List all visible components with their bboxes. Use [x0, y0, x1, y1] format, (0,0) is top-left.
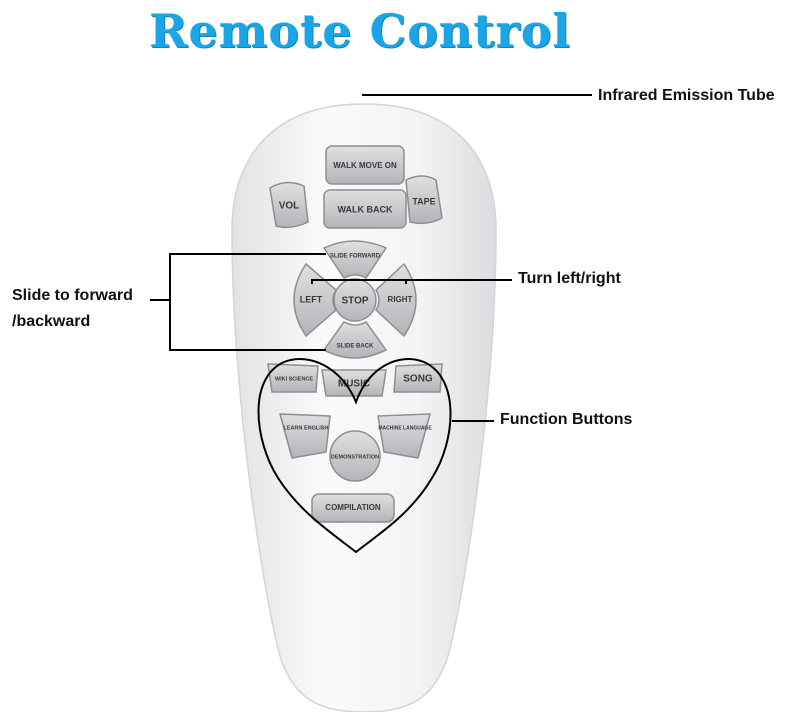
- song-label: SONG: [403, 374, 433, 385]
- turn-bracket: [311, 279, 512, 284]
- machine-language-label: MACHINE LANGUAGE: [378, 425, 432, 431]
- walk-back-label: WALK BACK: [338, 204, 393, 214]
- left-button[interactable]: LEFT: [293, 262, 337, 338]
- vol-button[interactable]: VOL: [269, 181, 309, 229]
- walk-move-on-button[interactable]: WALK MOVE ON: [325, 145, 405, 185]
- learn-english-button[interactable]: LEARN ENGLISH: [279, 413, 331, 459]
- remote-body: [231, 103, 497, 712]
- wiki-science-button[interactable]: WIKI SCIENCE: [267, 363, 319, 393]
- slide-forward-label: SLIDE FORWARD: [330, 254, 381, 260]
- vol-label: VOL: [279, 201, 300, 212]
- wiki-science-label: WIKI SCIENCE: [275, 376, 314, 382]
- learn-english-label: LEARN ENGLISH: [284, 425, 329, 431]
- walk-back-button[interactable]: WALK BACK: [323, 189, 407, 229]
- tape-button[interactable]: TAPE: [405, 175, 443, 225]
- function-buttons-label: Function Buttons: [500, 411, 633, 428]
- tape-label: TAPE: [412, 196, 435, 206]
- slide-forward-button[interactable]: SLIDE FORWARD: [322, 240, 388, 280]
- turn-left-right-label: Turn left/right: [518, 270, 621, 287]
- slide-forward-backward-label-line2: /backward: [12, 313, 91, 330]
- function-heart-outline: [257, 358, 452, 554]
- diagram-title: Remote Control: [149, 4, 571, 58]
- right-label: RIGHT: [388, 295, 413, 304]
- stop-button[interactable]: STOP: [333, 278, 377, 322]
- slide-forward-backward-label-line1: Slide to forward: [12, 287, 133, 304]
- music-label: MUSIC: [338, 379, 370, 390]
- music-button[interactable]: MUSIC: [321, 369, 387, 397]
- demonstration-button[interactable]: DEMONSTRATION: [329, 430, 381, 482]
- compilation-label: COMPILATION: [325, 503, 381, 512]
- slide-back-button[interactable]: SLIDE BACK: [322, 321, 388, 359]
- song-button[interactable]: SONG: [393, 363, 443, 393]
- compilation-button[interactable]: COMPILATION: [311, 493, 395, 523]
- demonstration-label: DEMONSTRATION: [331, 454, 379, 460]
- slide-back-label: SLIDE BACK: [337, 344, 374, 350]
- slide-bracket: [150, 253, 326, 351]
- infrared-emission-label: Infrared Emission Tube: [598, 87, 775, 104]
- left-label: LEFT: [300, 294, 323, 304]
- machine-language-button[interactable]: MACHINE LANGUAGE: [377, 413, 432, 459]
- walk-move-on-label: WALK MOVE ON: [333, 161, 397, 170]
- stop-label: STOP: [341, 296, 368, 307]
